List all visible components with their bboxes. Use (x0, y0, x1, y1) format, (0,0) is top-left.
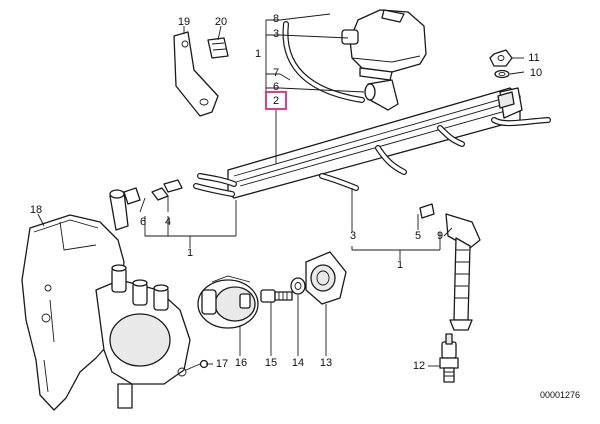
distributor-body-part (95, 264, 201, 409)
callout-2: 2 (273, 95, 279, 107)
callout-15: 15 (265, 357, 277, 369)
distributor-cap-part (21, 214, 125, 411)
spark-plug-lead-part (445, 213, 481, 331)
callout-1-right: 1 (397, 259, 403, 271)
callout-11: 11 (528, 52, 539, 64)
callout-3-top: 3 (273, 28, 279, 40)
callout-19: 19 (178, 16, 190, 28)
callout-1-left: 1 (187, 247, 193, 259)
bracket-19-part (173, 31, 219, 117)
flange-13-part (305, 251, 347, 305)
callout-1-top: 1 (255, 48, 261, 60)
spark-plug-12-part (439, 333, 459, 383)
callout-7: 7 (273, 67, 279, 79)
callout-18: 18 (30, 204, 42, 216)
callout-5-right: 5 (415, 230, 421, 242)
connector-6-part (364, 79, 399, 111)
bolt-15-part (260, 289, 293, 303)
washer-14-part (290, 277, 306, 295)
callout-16: 16 (235, 357, 247, 369)
callout-14: 14 (292, 357, 304, 369)
clip-4-left-part (151, 179, 183, 201)
ignition-cables (193, 21, 551, 197)
callout-4-left: 4 (165, 216, 171, 228)
callout-10: 10 (530, 67, 542, 79)
washer-10-part (494, 69, 510, 79)
reference-number: 00001276 (540, 390, 580, 400)
nut-11-part (489, 49, 513, 67)
callout-17: 17 (216, 358, 228, 370)
clip-5-right-part (419, 203, 435, 219)
callout-8: 8 (273, 13, 279, 25)
callout-3-right: 3 (350, 230, 356, 242)
callout-6-top: 6 (273, 81, 279, 93)
coil-connector-part (341, 9, 427, 81)
highlight-box (265, 91, 287, 110)
rotor-part (197, 275, 259, 329)
callout-13: 13 (320, 357, 332, 369)
leader-lines (37, 13, 525, 367)
callout-labels: 19 20 8 3 1 7 6 2 11 10 18 6 4 1 3 5 9 1… (30, 13, 542, 372)
callout-9-right: 9 (437, 230, 443, 242)
callout-20: 20 (215, 16, 227, 28)
callout-12: 12 (413, 360, 425, 372)
boot-6-left-part (109, 187, 141, 231)
callout-6-left: 6 (140, 216, 146, 228)
clip-20-part (207, 37, 229, 59)
